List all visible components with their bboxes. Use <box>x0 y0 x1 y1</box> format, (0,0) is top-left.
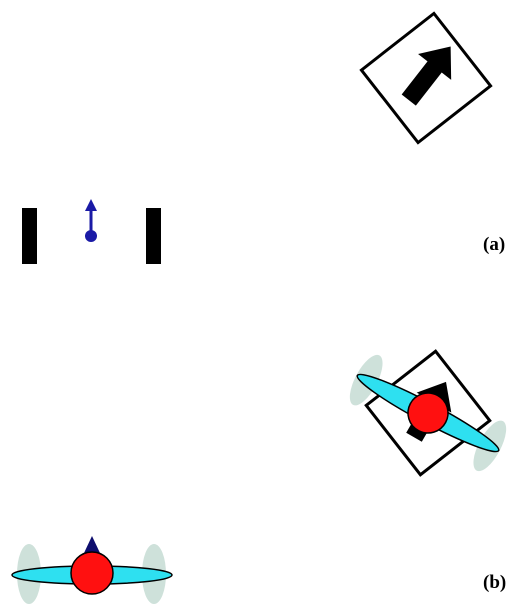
heading-arrow-icon <box>84 536 100 553</box>
rotor-craft-level <box>11 536 173 604</box>
left-wall <box>22 208 37 264</box>
particle-dot <box>85 230 97 242</box>
target-marker-a <box>359 11 493 145</box>
panel-b <box>11 349 507 604</box>
panel-a <box>22 11 493 264</box>
rotor-craft-rotated <box>349 354 507 472</box>
panel-label-b: (b) <box>483 572 507 593</box>
rotor-hub <box>407 392 449 434</box>
rotor-hub <box>70 551 114 595</box>
panel-label-a: (a) <box>483 234 506 255</box>
direction-arrow-icon <box>401 46 452 106</box>
particle-icon <box>85 199 97 242</box>
right-wall <box>146 208 161 264</box>
particle-arrow-head <box>85 199 97 211</box>
